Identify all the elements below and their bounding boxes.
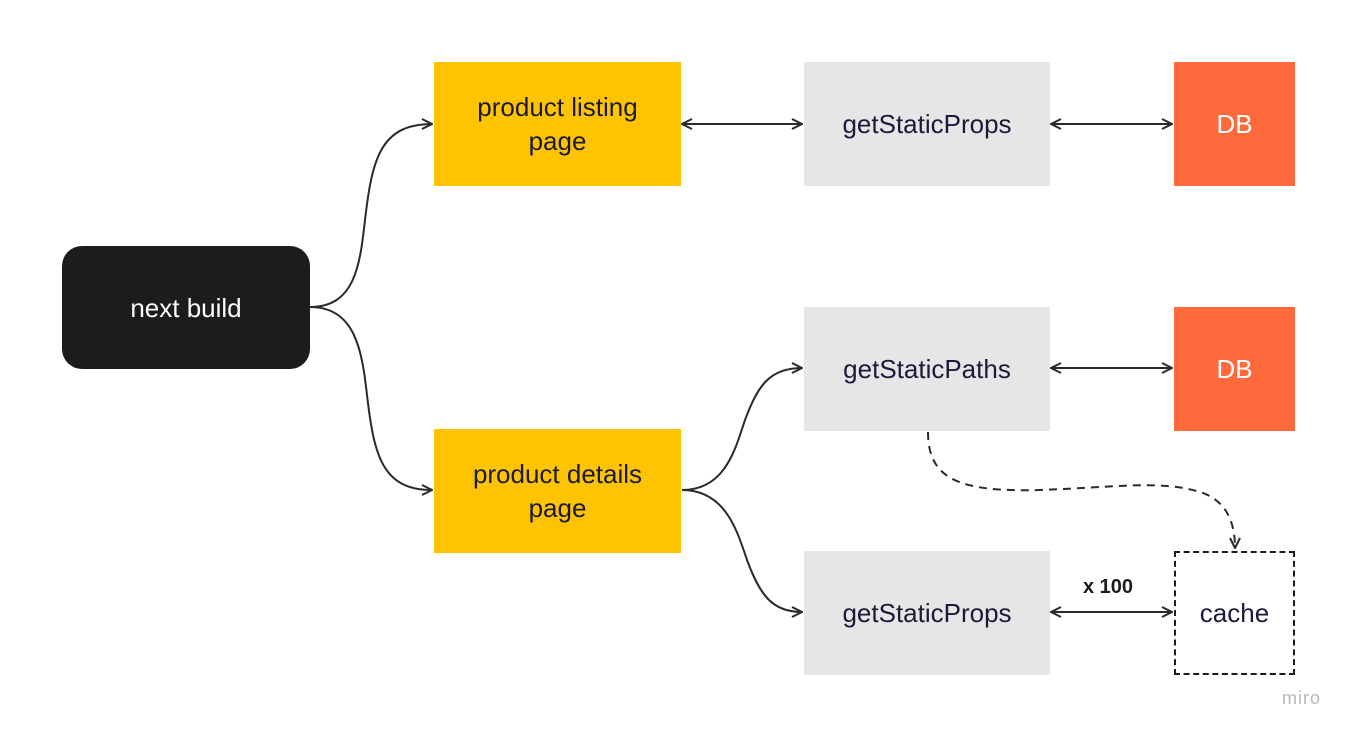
edge-build-to-details	[309, 306, 432, 490]
node-cache[interactable]: cache	[1174, 551, 1295, 675]
node-db-paths[interactable]: DB	[1174, 307, 1295, 431]
edge-details-to-paths	[681, 368, 802, 491]
node-next-build[interactable]: next build	[62, 246, 310, 369]
node-product-details-page[interactable]: product details page	[434, 429, 681, 553]
node-listing-get-static-props-label: getStaticProps	[842, 109, 1012, 139]
edge-details-to-props	[681, 489, 802, 612]
node-details-get-static-paths-label: getStaticPaths	[843, 354, 1011, 384]
node-product-listing-page[interactable]: product listing page	[434, 62, 681, 186]
miro-watermark: miro	[1282, 688, 1321, 708]
node-listing-get-static-props[interactable]: getStaticProps	[804, 62, 1050, 186]
node-details-get-static-props[interactable]: getStaticProps	[804, 551, 1050, 675]
node-details-get-static-paths[interactable]: getStaticPaths	[804, 307, 1050, 431]
node-db-listing[interactable]: DB	[1174, 62, 1295, 186]
node-next-build-label: next build	[130, 292, 242, 323]
node-cache-label: cache	[1199, 598, 1270, 628]
node-db-paths-label: DB	[1216, 354, 1253, 384]
node-product-details-label: product details page	[472, 459, 643, 523]
edge-build-to-listing	[309, 124, 432, 308]
edge-paths-to-cache-dashed	[927, 431, 1235, 548]
node-product-listing-label: product listing page	[477, 92, 638, 156]
node-details-get-static-props-label: getStaticProps	[842, 598, 1012, 628]
node-db-listing-label: DB	[1216, 109, 1253, 139]
edge-label-x100: x 100	[1083, 576, 1134, 598]
